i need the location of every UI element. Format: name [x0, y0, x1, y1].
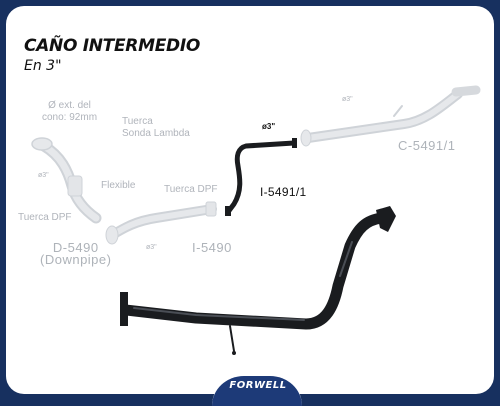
- intermediate-i5490-part: [105, 201, 217, 245]
- label-tuerca-dpf-left: Tuerca DPF: [18, 212, 72, 223]
- label-tuerca-dpf-mid: Tuerca DPF: [164, 184, 218, 195]
- part-label-c5491: C-5491/1: [398, 138, 456, 153]
- page-title: CAÑO INTERMEDIO: [24, 36, 201, 56]
- brand-logo: FORWELL: [229, 380, 287, 391]
- tailpipe-part: [300, 85, 481, 147]
- label-tuerca-sonda: Tuerca Sonda Lambda: [122, 116, 190, 139]
- page-subtitle: En 3": [24, 58, 62, 74]
- intermediate-i5491-part: [225, 138, 297, 216]
- main-product-pipe: [120, 206, 396, 355]
- part-label-d5490: D-5490 (Downpipe): [40, 240, 112, 267]
- label-diam-left: ø3": [38, 172, 49, 179]
- label-diam-top: ø3": [262, 122, 276, 131]
- label-diam-mid: ø3": [146, 244, 157, 251]
- exhaust-diagram: [31, 85, 481, 355]
- part-label-i5491: I-5491/1: [260, 185, 307, 199]
- downpipe-part: [31, 137, 102, 224]
- label-ext-diameter: Ø ext. del cono: 92mm: [42, 100, 98, 123]
- part-label-i5490: I-5490: [192, 240, 232, 255]
- label-flexible: Flexible: [101, 180, 136, 191]
- product-card: CAÑO INTERMEDIO En 3": [6, 6, 494, 394]
- label-diam-right: ø3": [342, 96, 353, 103]
